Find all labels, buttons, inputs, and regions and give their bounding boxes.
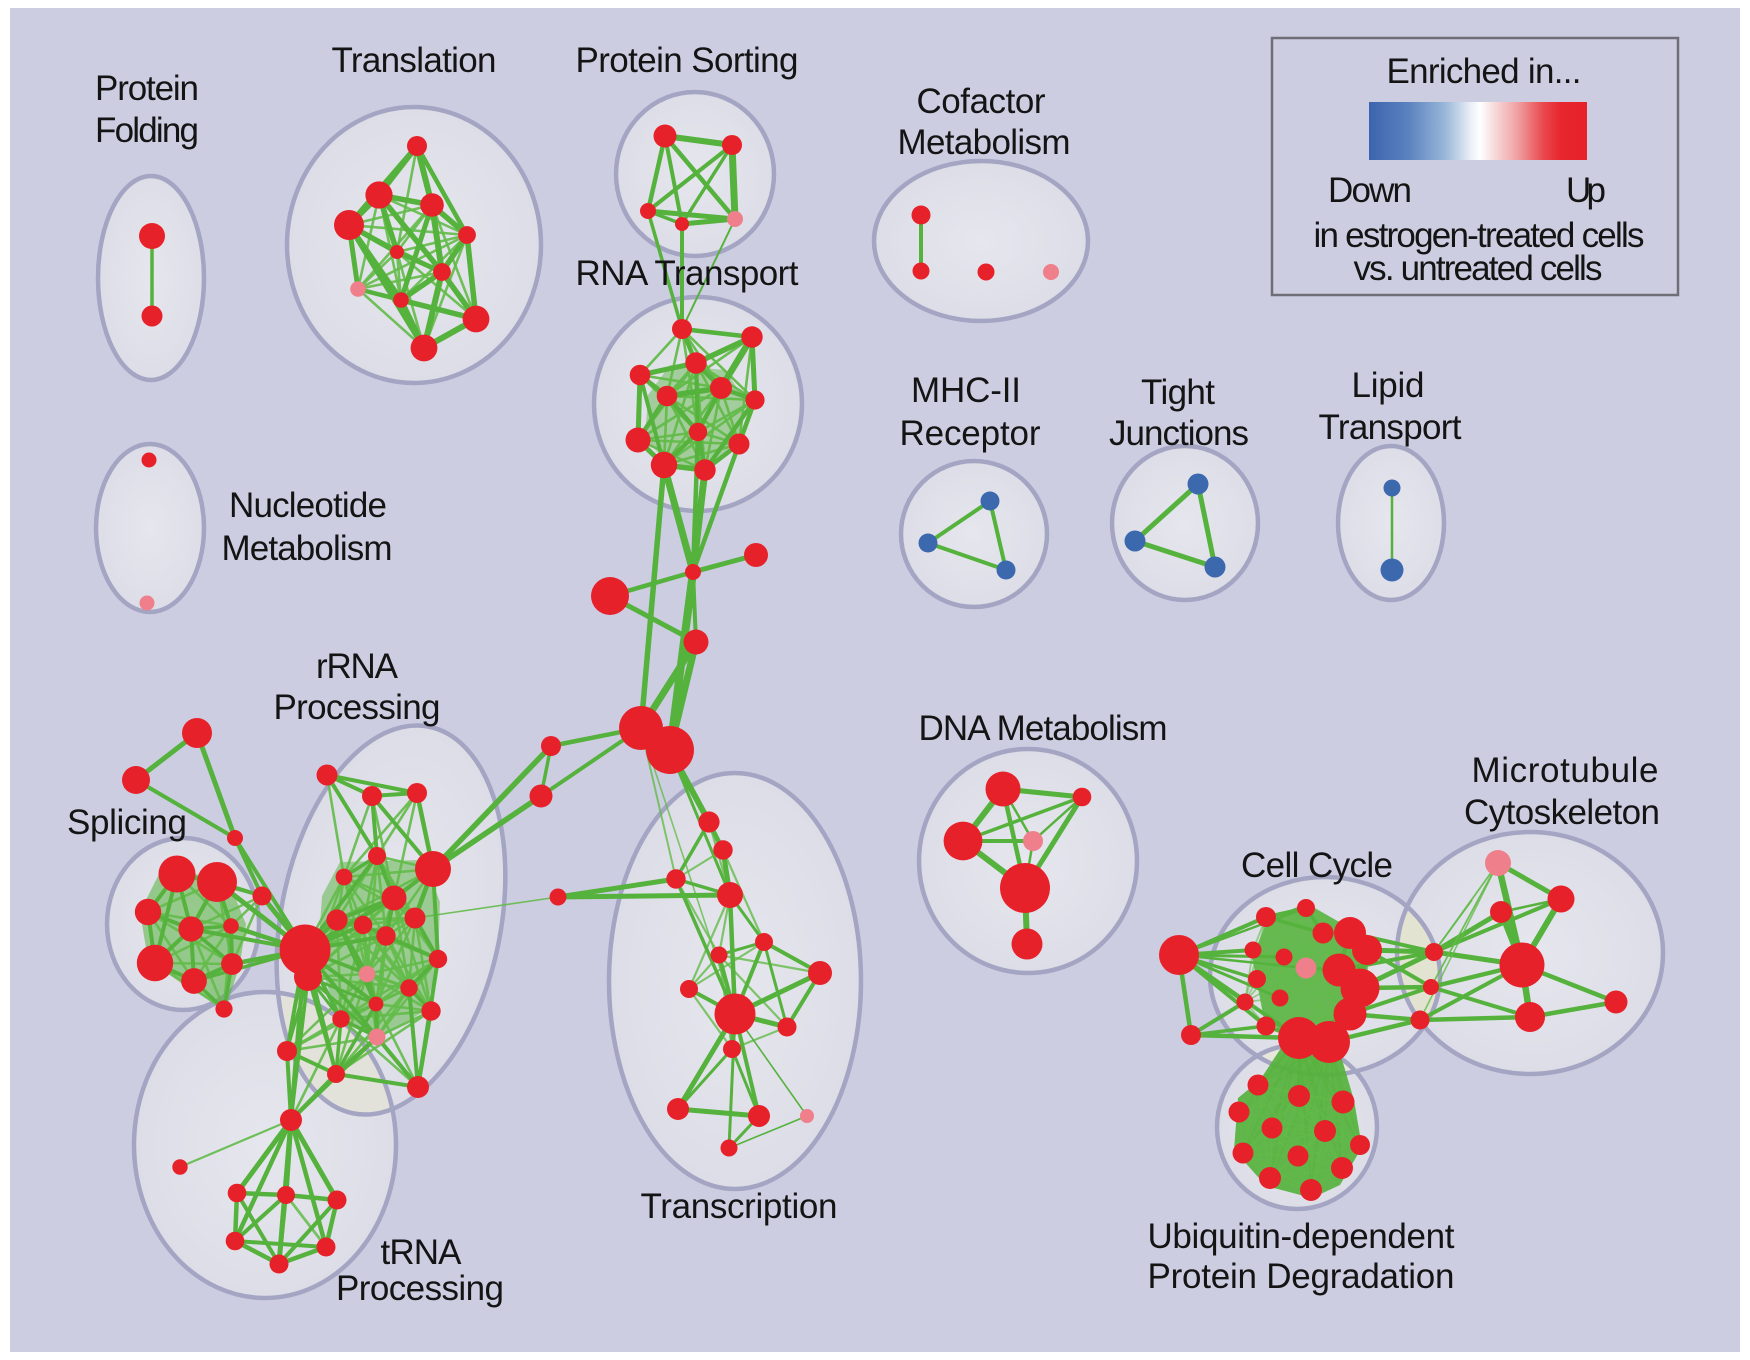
svg-text:Metabolism: Metabolism [222, 529, 393, 568]
svg-text:Microtubule: Microtubule [1472, 751, 1659, 790]
svg-text:Junctions: Junctions [1109, 414, 1249, 453]
svg-text:Transport: Transport [1319, 408, 1462, 447]
svg-text:Cofactor: Cofactor [917, 82, 1046, 121]
svg-text:Processing: Processing [336, 1269, 504, 1308]
svg-text:Transcription: Transcription [641, 1187, 838, 1226]
svg-text:Lipid: Lipid [1352, 366, 1425, 405]
svg-text:Protein Degradation: Protein Degradation [1148, 1257, 1455, 1296]
svg-text:RNA Transport: RNA Transport [576, 254, 799, 293]
svg-text:Protein: Protein [95, 69, 199, 108]
svg-text:Nucleotide: Nucleotide [229, 486, 387, 525]
svg-text:Translation: Translation [332, 41, 497, 80]
svg-text:DNA Metabolism: DNA Metabolism [919, 709, 1168, 748]
svg-text:in estrogen-treated cells: in estrogen-treated cells [1314, 216, 1645, 255]
svg-text:Metabolism: Metabolism [898, 123, 1071, 162]
svg-text:Processing: Processing [274, 688, 441, 727]
svg-text:Cell Cycle: Cell Cycle [1241, 846, 1393, 885]
svg-text:Protein Sorting: Protein Sorting [576, 41, 799, 80]
svg-text:vs. untreated cells: vs. untreated cells [1354, 249, 1603, 288]
svg-text:Down: Down [1328, 171, 1412, 210]
svg-text:Cytoskeleton: Cytoskeleton [1464, 793, 1660, 832]
svg-text:tRNA: tRNA [381, 1233, 463, 1272]
svg-text:rRNA: rRNA [316, 647, 399, 686]
svg-text:Enriched in...: Enriched in... [1387, 52, 1582, 91]
svg-text:MHC-II: MHC-II [911, 371, 1021, 410]
svg-text:Splicing: Splicing [67, 803, 187, 842]
svg-text:Up: Up [1566, 171, 1606, 210]
svg-text:Folding: Folding [95, 111, 199, 150]
svg-text:Receptor: Receptor [900, 414, 1041, 453]
svg-text:Tight: Tight [1141, 373, 1215, 412]
svg-text:Ubiquitin-dependent: Ubiquitin-dependent [1148, 1217, 1455, 1256]
